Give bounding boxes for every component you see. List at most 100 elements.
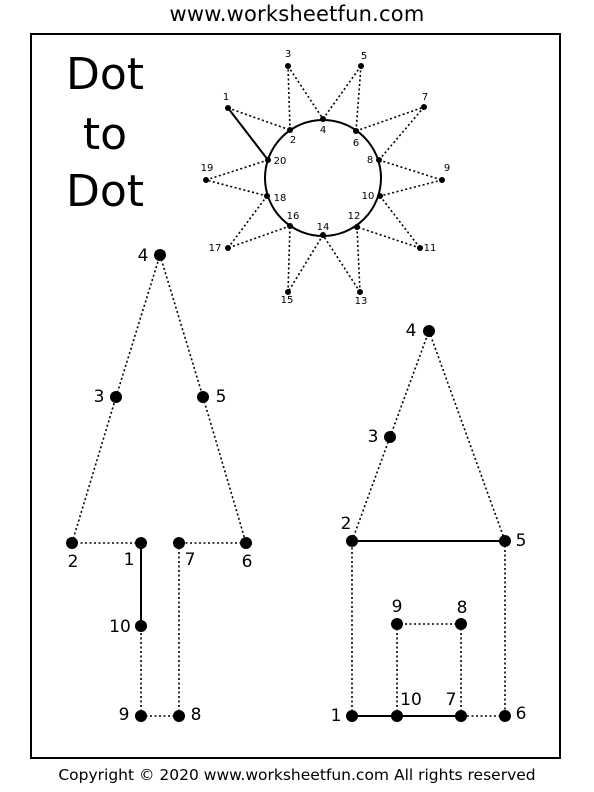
sun-dot [225,245,231,251]
sun-segment [287,65,291,131]
tree-dot [240,537,252,549]
sun-segment [205,159,269,181]
sun-segment [379,195,421,249]
sun-dot [287,223,293,229]
tree-dot-label: 10 [109,617,131,637]
sun-dot-label: 6 [353,138,359,149]
sun-dot-label: 12 [348,211,361,222]
house-dot-label: 8 [457,598,468,618]
sun-segment [287,234,324,293]
sun-dot-label: 1 [223,92,229,103]
sun-dot [417,245,423,251]
sun-segment [355,106,425,132]
tree-dot-label: 2 [68,552,79,572]
tree-dot-label: 5 [216,387,227,407]
sun-dot-label: 11 [424,243,437,254]
sun-dot [376,157,382,163]
title-line-2: to [82,109,128,160]
tree-dot [173,537,185,549]
house-dot [455,618,467,630]
sun-dot [439,177,445,183]
sun-segment [356,226,361,293]
house-dot-label: 2 [341,514,352,534]
sun-dot-label: 7 [422,92,428,103]
sun-segment [379,179,443,197]
sun-dot-label: 5 [361,51,367,62]
house-dot [455,710,467,722]
sun-dot [357,289,363,295]
sun-dot [285,289,291,295]
sun-dot [287,127,293,133]
tree-dot [135,710,147,722]
tree-dot [135,620,147,632]
sun-dot [354,224,360,230]
house-dot-label: 3 [368,427,379,447]
sun-dot [353,128,359,134]
sun-dot-label: 17 [209,243,222,254]
sun-dot [203,177,209,183]
tree-dot [173,710,185,722]
tree-dot [110,391,122,403]
tree-dot-label: 1 [124,550,135,570]
sun-dot [377,193,383,199]
house-dot [391,710,403,722]
tree-segment [159,254,204,398]
house-dot [346,710,358,722]
sun-dot [421,104,427,110]
tree-dot [154,249,166,261]
tree-dot-label: 6 [242,552,253,572]
tree-segment [115,254,161,398]
sun-dot [225,105,231,111]
site-url: www.worksheetfun.com [169,2,425,26]
house-dot [346,535,358,547]
sun-segment [322,234,361,293]
house-dot-label: 9 [392,597,403,617]
sun-dot-label: 10 [362,191,375,202]
tree-dot-label: 8 [191,705,202,725]
sun-dot [285,63,291,69]
sun-dot-label: 4 [320,125,326,136]
sun-dot-label: 16 [287,211,300,222]
sun-segment [227,195,268,249]
tree-dot-label: 3 [94,387,105,407]
house-dot-label: 6 [516,704,527,724]
house-dot [499,535,511,547]
sun-dot-label: 15 [281,295,294,306]
sun-dot-label: 18 [274,193,287,204]
sun-dot-label: 8 [367,155,373,166]
worksheet-frame [30,33,561,759]
sun-dot [320,116,326,122]
sun-dot-label: 9 [444,163,450,174]
house-segment [389,330,430,438]
tree-dot-label: 4 [138,246,149,266]
sun-dot-label: 13 [355,296,368,307]
tree-dot [197,391,209,403]
house-dot-label: 1 [331,706,342,726]
sun-segment [227,107,269,161]
tree-segment [71,396,117,544]
sun-segment [378,159,443,181]
sun-dot-label: 20 [274,156,287,167]
house-dot [391,618,403,630]
title-line-3: Dot [65,166,145,217]
sun-circle [264,119,382,237]
house-dot [384,431,396,443]
sun-dot-label: 14 [317,222,330,233]
sun-segment [227,225,291,249]
house-dot-label: 10 [400,690,422,710]
tree-segment [202,396,247,544]
tree-dot-label: 7 [185,550,196,570]
sun-dot [320,232,326,238]
tree-dot [66,537,78,549]
sun-segment [227,107,291,131]
sun-dot [265,157,271,163]
house-segment [428,330,506,542]
house-dot-label: 4 [406,321,417,341]
sun-segment [287,65,324,120]
sun-segment [322,65,362,120]
house-dot-label: 5 [516,531,527,551]
sun-segment [287,225,291,293]
